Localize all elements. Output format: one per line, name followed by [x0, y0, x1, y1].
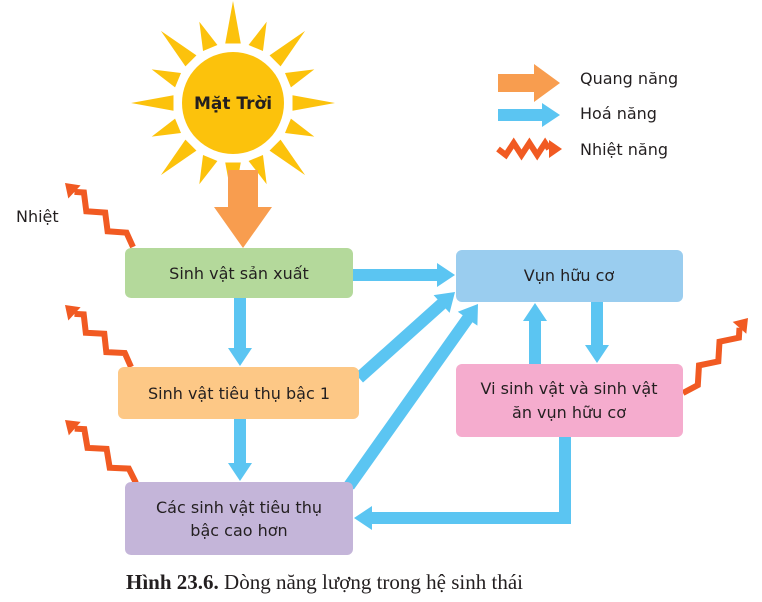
legend-heat-label: Nhiệt năng	[580, 140, 668, 159]
heat-arrow-producer	[65, 183, 136, 249]
detritus-box	[456, 250, 683, 302]
higher-consumer-label-2: bậc cao hơn	[190, 521, 287, 540]
heat-arrow-higher	[65, 420, 139, 485]
legend-light-icon	[498, 64, 560, 102]
legend-chemical-icon	[498, 103, 560, 127]
sun-ray	[292, 95, 335, 111]
legend-blue-arrow	[498, 103, 560, 127]
sun-ray	[160, 139, 197, 176]
arrow-consumer1-to-higher	[228, 419, 252, 481]
higher-consumer-box	[125, 482, 353, 555]
heat-arrow-consumer1	[65, 305, 134, 369]
sun-ray	[284, 118, 315, 137]
sun-label: Mặt Trời	[194, 94, 272, 114]
sun-ray	[269, 30, 306, 67]
sun-ray	[248, 154, 267, 185]
sun-ray	[131, 95, 174, 111]
arrow-higher-to-detritus	[344, 304, 478, 490]
producer-label: Sinh vật sản xuất	[169, 264, 309, 283]
detritus-label: Vụn hữu cơ	[524, 266, 615, 285]
sun-ray	[151, 118, 182, 137]
sun-ray	[160, 30, 197, 67]
sun-ray	[248, 21, 267, 52]
sun-ray	[269, 139, 306, 176]
legend-light-label: Quang năng	[580, 69, 678, 88]
sun	[182, 52, 284, 154]
arrow-decomposer-to-detritus	[523, 303, 547, 364]
light-energy-arrow	[214, 170, 272, 248]
sun-ray	[225, 1, 241, 44]
chemical-energy-arrows	[228, 263, 609, 530]
sun-ray	[151, 69, 182, 88]
decomposer-box	[456, 364, 683, 437]
consumer1-box	[118, 367, 359, 419]
arrow-decomposer-to-higher	[354, 506, 571, 530]
arrow-detritus-to-decomposer	[585, 302, 609, 363]
figure-caption: Hình 23.6. Dòng năng lượng trong hệ sinh…	[126, 570, 523, 594]
decomposer-label-2: ăn vụn hữu cơ	[512, 403, 626, 422]
arrow-producer-to-detritus	[353, 263, 455, 287]
caption-text: Dòng năng lượng trong hệ sinh thái	[219, 570, 523, 594]
sun-ray	[284, 69, 315, 88]
arrow-producer-to-consumer1	[228, 298, 252, 366]
consumer1-label: Sinh vật tiêu thụ bậc 1	[148, 384, 330, 403]
arrow-decomposer-to-higher-segment	[559, 437, 571, 524]
producer-box	[125, 248, 353, 298]
higher-consumer-label-1: Các sinh vật tiêu thụ	[156, 498, 322, 517]
decomposer-label-1: Vi sinh vật và sinh vật	[481, 379, 658, 398]
caption-number: Hình 23.6.	[126, 570, 219, 594]
heat-energy-arrows	[65, 183, 748, 485]
legend-zigzag-arrow	[496, 137, 562, 161]
sun-ray	[199, 154, 218, 185]
sun-ray	[199, 21, 218, 52]
heat-arrow-decomposer	[681, 318, 748, 396]
legend-chemical-label: Hoá năng	[580, 104, 657, 123]
arrow-consumer1-to-detritus	[355, 292, 455, 383]
legend-heat-icon	[496, 137, 562, 161]
heat-label: Nhiệt	[16, 207, 59, 226]
